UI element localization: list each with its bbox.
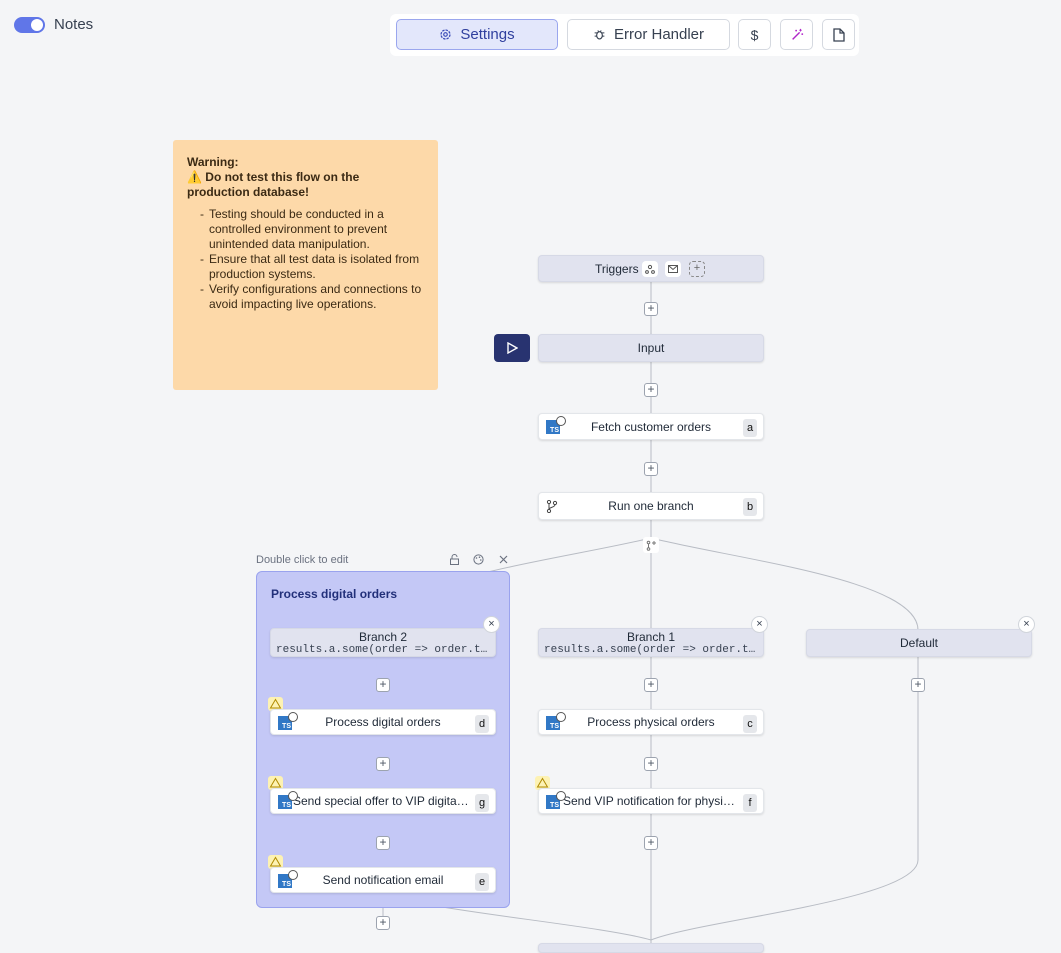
top-toolbar: Settings Error Handler $ [390,14,859,56]
bun-badge-icon [556,712,566,722]
group-title: Process digital orders [271,587,398,601]
note-subtitle: ⚠️ Do not test this flow on the producti… [187,170,360,199]
bun-badge-icon [288,870,298,880]
note-item: Ensure that all test data is isolated fr… [200,252,424,282]
bun-badge-icon [288,791,298,801]
unlock-icon[interactable] [449,554,460,565]
send-notification-email-node[interactable]: TS Send notification email e [270,867,496,893]
warning-icon [268,776,283,790]
add-step-plus-icon[interactable]: + [644,836,658,850]
bun-badge-icon [288,712,298,722]
step-label: Fetch customer orders [590,419,712,434]
step-label: Run one branch [608,499,694,513]
fetch-customer-orders-node[interactable]: TS Fetch customer orders a [538,413,764,440]
add-step-plus-icon[interactable]: + [376,836,390,850]
branch-1-header[interactable]: Branch 1 results.a.some(order => order.t… [538,628,764,657]
process-physical-orders-node[interactable]: TS Process physical orders c [538,709,764,735]
step-label: Process digital orders [325,715,441,729]
close-group-icon[interactable] [499,555,508,564]
step-id-badge: b [743,498,757,516]
send-special-offer-node[interactable]: TS Send special offer to VIP digital c..… [270,788,496,814]
palette-icon[interactable] [473,554,484,565]
run-button[interactable] [494,334,530,362]
add-step-plus-icon[interactable]: + [644,678,658,692]
note-item: Verify configurations and connections to… [200,282,424,312]
remove-branch-2-icon[interactable]: × [483,616,500,633]
notes-toggle-label: Notes [54,16,94,33]
step-id-badge: c [743,715,757,733]
step-label: Send notification email [322,873,444,887]
dollar-icon: $ [750,26,759,43]
step-id-badge: f [743,794,757,812]
warning-icon [535,776,550,790]
file-icon [832,27,845,42]
add-step-plus-icon[interactable]: + [644,462,658,476]
add-step-plus-icon[interactable]: + [376,678,390,692]
bug-icon [594,30,605,40]
error-handler-button[interactable]: Error Handler [567,19,730,50]
branch-icon [546,500,558,513]
webhook-icon[interactable] [642,261,658,277]
send-vip-notification-node[interactable]: TS Send VIP notification for physical...… [538,788,764,814]
step-id-badge: a [743,419,757,437]
step-label: Send VIP notification for physical... [563,794,739,808]
add-trigger-icon[interactable]: + [689,261,705,277]
bun-badge-icon [556,791,566,801]
warning-icon [268,855,283,869]
branch-title: Branch 2 [358,629,408,644]
group-container[interactable] [256,571,510,908]
branch-expression: results.a.some(order => order.type [544,643,758,656]
step-id-badge: g [475,794,489,812]
add-step-plus-icon[interactable]: + [376,916,390,930]
triggers-label: Triggers [595,261,639,276]
branch-expression: results.a.some(order => order.type [276,643,490,656]
process-digital-orders-node[interactable]: TS Process digital orders d [270,709,496,735]
note-item: Testing should be conducted in a control… [200,207,424,252]
cost-button[interactable]: $ [738,19,771,50]
add-step-plus-icon[interactable]: + [644,383,658,397]
add-step-plus-icon[interactable]: + [644,302,658,316]
email-trigger-icon[interactable] [665,261,681,277]
default-branch-header[interactable]: Default [806,629,1032,657]
step-label: Send special offer to VIP digital c... [293,794,471,808]
warning-sticky-note[interactable]: Warning: ⚠️ Do not test this flow on the… [173,140,438,390]
input-label: Input [637,341,665,355]
gear-icon [440,29,452,40]
ai-wand-button[interactable] [780,19,813,50]
note-list: Testing should be conducted in a control… [187,207,424,312]
step-label: Process physical orders [587,715,715,729]
triggers-node[interactable]: Triggers + [538,255,764,282]
play-icon [507,342,518,354]
document-button[interactable] [822,19,855,50]
add-step-plus-icon[interactable]: + [911,678,925,692]
bun-badge-icon [556,416,566,426]
step-id-badge: e [475,873,489,891]
remove-default-branch-icon[interactable]: × [1018,616,1035,633]
settings-label: Settings [460,26,515,43]
toggle-knob [31,19,43,31]
notes-toggle[interactable] [14,17,45,33]
input-node[interactable]: Input [538,334,764,362]
run-one-branch-node[interactable]: Run one branch b [538,492,764,520]
step-id-badge: d [475,715,489,733]
result-node[interactable] [538,943,764,953]
add-branch-icon[interactable] [643,537,659,553]
note-title: Warning: [187,155,239,169]
warning-icon [268,697,283,711]
add-step-plus-icon[interactable]: + [376,757,390,771]
add-step-plus-icon[interactable]: + [644,757,658,771]
error-handler-label: Error Handler [613,26,705,43]
branch-2-header[interactable]: Branch 2 results.a.some(order => order.t… [270,628,496,657]
branch-title: Branch 1 [626,629,676,644]
remove-branch-1-icon[interactable]: × [751,616,768,633]
magic-wand-icon [791,28,803,40]
group-edit-hint: Double click to edit [256,554,349,566]
settings-button[interactable]: Settings [396,19,558,50]
branch-title: Default [899,636,939,650]
